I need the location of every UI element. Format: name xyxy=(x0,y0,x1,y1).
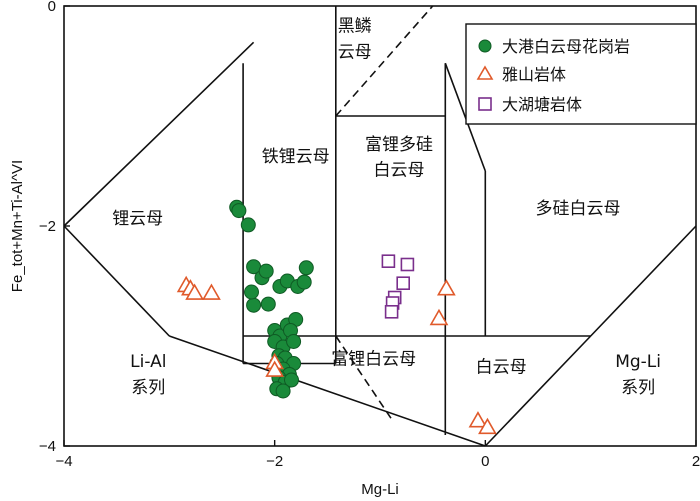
data-point-series-2-2 xyxy=(396,276,411,291)
data-point-series-0-5 xyxy=(244,284,259,300)
data-point-series-0-32 xyxy=(275,383,291,399)
legend-entry-dahutang: 大湖塘岩体 xyxy=(478,95,582,114)
region-label-1: 铁锂云母 xyxy=(262,147,330,167)
boundary-left-lower xyxy=(63,225,170,337)
data-point-series-0-1 xyxy=(231,203,247,219)
data-point-series-1-8 xyxy=(468,411,488,428)
data-point-series-0-8 xyxy=(260,296,276,312)
x-tick-label: −4 xyxy=(55,453,72,470)
region-label-3: 云母 xyxy=(338,43,372,63)
data-point-series-1-3 xyxy=(202,283,221,300)
region-label-5: 白云母 xyxy=(374,160,425,180)
y-tick-label: −4 xyxy=(39,438,56,455)
legend-square-marker xyxy=(478,97,492,111)
data-point-series-0-4 xyxy=(246,297,262,313)
boundary-base xyxy=(169,335,486,447)
boundary-dashed-lower xyxy=(335,335,394,422)
region-label-4: 富锂多硅 xyxy=(365,135,433,155)
data-point-series-0-30 xyxy=(284,372,299,388)
region-label-7: Li-Al xyxy=(130,352,166,372)
x-tick-label: 0 xyxy=(481,453,489,470)
data-point-series-0-7 xyxy=(258,263,274,279)
boundary-left-upper xyxy=(63,41,255,227)
legend-entry-yashan: 雅山岩体 xyxy=(476,65,566,84)
region-label-9: 富锂白云母 xyxy=(331,350,416,370)
y-axis-title: Fe_tot+Mn+Ti-Al^VI xyxy=(9,160,26,292)
data-point-series-1-2 xyxy=(185,283,204,300)
legend-circle-marker xyxy=(478,39,492,53)
data-point-series-0-13 xyxy=(296,274,312,290)
data-point-series-2-5 xyxy=(384,304,399,319)
boundary-right-upper xyxy=(590,225,697,337)
region-label-12: 系列 xyxy=(621,378,655,398)
boundary-dashed-upper xyxy=(335,5,434,117)
data-point-series-2-1 xyxy=(400,257,415,272)
y-tick-label: −2 xyxy=(39,218,56,235)
data-markers xyxy=(176,199,497,435)
data-point-series-0-21 xyxy=(286,334,302,349)
region-label-11: Mg-Li xyxy=(615,352,661,372)
region-label-10: 白云母 xyxy=(476,357,527,377)
data-point-series-0-2 xyxy=(240,217,256,233)
x-tick-label: 2 xyxy=(692,453,700,470)
data-point-series-1-9 xyxy=(478,417,497,435)
legend-triangle-marker xyxy=(476,65,494,80)
legend-label-dahutang: 大湖塘岩体 xyxy=(502,95,582,114)
data-point-series-1-7 xyxy=(265,360,285,377)
x-tick-label: −2 xyxy=(266,453,283,470)
classification-boundaries xyxy=(63,5,697,447)
y-tick-label: 0 xyxy=(48,0,56,15)
data-point-series-1-5 xyxy=(429,308,449,326)
region-label-2: 黑鳞 xyxy=(338,16,372,36)
legend-label-yashan: 雅山岩体 xyxy=(502,65,566,84)
data-point-series-0-12 xyxy=(298,260,314,276)
x-axis-title: Mg-Li xyxy=(361,481,399,498)
boundary-top-right-step xyxy=(444,62,487,172)
boundary-right-low xyxy=(484,335,592,447)
data-point-series-2-0 xyxy=(381,254,396,268)
legend-box xyxy=(465,23,697,125)
legend-entry-dagang: 大港白云母花岗岩 xyxy=(478,37,630,56)
region-label-0: 锂云母 xyxy=(112,209,163,229)
data-point-series-1-4 xyxy=(436,279,456,296)
region-label-6: 多硅白云母 xyxy=(536,199,621,219)
legend-label-dagang: 大港白云母花岗岩 xyxy=(502,37,630,56)
legend: 大港白云母花岗岩 雅山岩体 大湖塘岩体 xyxy=(465,23,697,125)
region-label-8: 系列 xyxy=(131,378,165,398)
